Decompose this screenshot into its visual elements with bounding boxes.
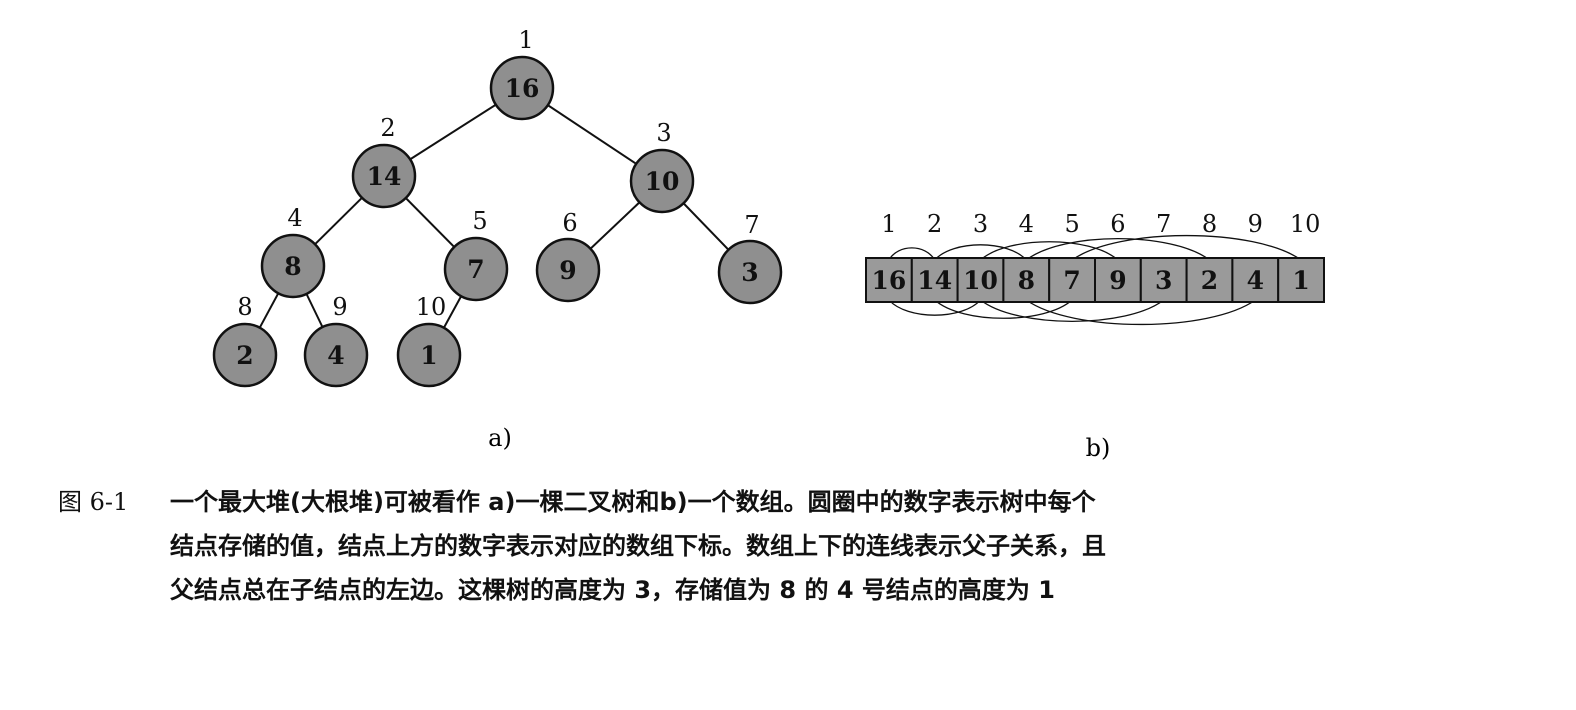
array-index-label: 5 bbox=[1064, 210, 1079, 238]
array-cell: 10 bbox=[956, 257, 1005, 303]
tree-node: 75 bbox=[443, 207, 509, 302]
tree-node-circle bbox=[351, 143, 417, 209]
array-cell-box bbox=[956, 257, 1005, 303]
tree-node: 49 bbox=[303, 293, 369, 388]
tree-node-value: 4 bbox=[327, 341, 344, 370]
array-cell: 9 bbox=[1094, 257, 1142, 303]
array-cell-value: 16 bbox=[872, 266, 907, 295]
tree-node: 1 10 bbox=[396, 293, 462, 388]
array-cell: 1 bbox=[1277, 257, 1325, 303]
caption-line: 一个最大堆(大根堆)可被看作 a)一棵二叉树和b)一个数组。圆圈中的数字表示树中… bbox=[170, 488, 1096, 516]
array-cell-value: 4 bbox=[1247, 266, 1264, 295]
tree-node-value: 7 bbox=[467, 255, 484, 284]
array-parent-child-arc bbox=[980, 299, 1165, 322]
array-parent-child-arc bbox=[1025, 299, 1256, 326]
tree-node-value: 3 bbox=[741, 258, 758, 287]
tree-node-value: 2 bbox=[236, 341, 253, 370]
tree-node: 84 bbox=[260, 204, 326, 299]
array-cell: 7 bbox=[1048, 257, 1096, 303]
tree-node-value: 9 bbox=[559, 256, 576, 285]
tree-node-value: 16 bbox=[505, 74, 540, 103]
array-cell-value: 1 bbox=[1292, 266, 1309, 295]
array-parent-child-arc bbox=[934, 244, 1027, 261]
tree-node: 10 3 bbox=[629, 119, 695, 214]
tree-node-index: 7 bbox=[744, 211, 759, 239]
array-cell-box bbox=[1002, 257, 1051, 303]
tree-node-value: 10 bbox=[645, 167, 680, 196]
tree-node-index: 4 bbox=[287, 204, 302, 232]
array-index-label: 9 bbox=[1248, 210, 1263, 238]
array-cells: 16 1 14 2 10 3 8 4 7 5 9 6 3 7 2 8 4 9 1 10 bbox=[865, 210, 1325, 303]
tree-node-circle bbox=[629, 148, 695, 214]
array-cell-value: 8 bbox=[1018, 266, 1035, 295]
tree-node-index: 9 bbox=[332, 293, 347, 321]
tree-panel-label: a) bbox=[488, 424, 512, 452]
tree-edges bbox=[244, 87, 751, 356]
tree-node-circle bbox=[303, 322, 369, 388]
tree-node: 96 bbox=[535, 209, 601, 303]
caption-figure-number: 图 6-1 bbox=[58, 488, 129, 516]
array-index-label: 2 bbox=[927, 210, 942, 238]
array-cell-box bbox=[1048, 257, 1096, 303]
tree-node: 28 bbox=[212, 293, 278, 388]
array-parent-child-arc bbox=[980, 241, 1119, 261]
tree-node: 14 2 bbox=[351, 114, 417, 209]
array-parent-child-arc bbox=[888, 247, 936, 261]
tree-node-index: 5 bbox=[472, 207, 487, 235]
array-index-label: 7 bbox=[1156, 210, 1171, 238]
caption-line: 结点存储的值，结点上方的数字表示对应的数组下标。数组上下的连线表示父子关系，且 bbox=[170, 532, 1106, 560]
array-index-label: 8 bbox=[1202, 210, 1217, 238]
array-cell-value: 9 bbox=[1109, 266, 1126, 295]
array-cell-box bbox=[910, 257, 959, 303]
array-cell-box bbox=[1231, 257, 1280, 303]
array-index-label: 4 bbox=[1019, 210, 1034, 238]
tree-node-index: 6 bbox=[562, 209, 577, 237]
array-parent-child-arc bbox=[1025, 238, 1210, 261]
array-parent-child-arc bbox=[1071, 234, 1302, 261]
array-cell-value: 3 bbox=[1155, 266, 1172, 295]
tree-node-value: 8 bbox=[284, 252, 301, 281]
tree-node-circle bbox=[260, 233, 326, 299]
array-cell: 4 bbox=[1231, 257, 1280, 303]
array-cell-value: 7 bbox=[1063, 266, 1080, 295]
tree-node-circle bbox=[212, 322, 278, 388]
array-cell-value: 14 bbox=[917, 266, 952, 295]
array-cell: 14 bbox=[910, 257, 959, 303]
caption-text: 一个最大堆(大根堆)可被看作 a)一棵二叉树和b)一个数组。圆圈中的数字表示树中… bbox=[170, 480, 1500, 612]
array-cell-value: 10 bbox=[963, 266, 998, 295]
array-arcs bbox=[888, 234, 1302, 326]
tree-node-index: 3 bbox=[656, 119, 671, 147]
tree-node-circle bbox=[396, 322, 462, 388]
tree-node-index: 2 bbox=[380, 114, 395, 142]
tree-node-value: 14 bbox=[367, 162, 402, 191]
array-index-label: 6 bbox=[1110, 210, 1125, 238]
caption-line: 父结点总在子结点的左边。这棵树的高度为 3，存储值为 8 的 4 号结点的高度为… bbox=[170, 576, 1055, 604]
tree-node: 37 bbox=[717, 211, 783, 305]
array-cell: 16 bbox=[865, 257, 913, 303]
tree-node-index: 1 bbox=[518, 26, 533, 54]
array-cell: 8 bbox=[1002, 257, 1051, 303]
tree-node: 16 1 bbox=[489, 26, 555, 121]
array-cell-box bbox=[1277, 257, 1325, 303]
array-panel-label: b) bbox=[1086, 434, 1111, 462]
array-cell: 3 bbox=[1139, 257, 1188, 303]
tree-node-circle bbox=[717, 239, 783, 305]
array-cell-box bbox=[1094, 257, 1142, 303]
array-cell: 2 bbox=[1185, 257, 1234, 303]
array-index-label: 1 bbox=[881, 210, 896, 238]
array-parent-child-arc bbox=[934, 299, 1073, 319]
array-index-label: 10 bbox=[1290, 210, 1321, 238]
tree-node-circle bbox=[535, 237, 601, 303]
array-cell-value: 2 bbox=[1201, 266, 1218, 295]
tree-node-circle bbox=[443, 236, 509, 302]
array-index-label: 3 bbox=[973, 210, 988, 238]
tree-node-index: 8 bbox=[237, 293, 252, 321]
tree-node-index: 10 bbox=[416, 293, 447, 321]
tree-node-value: 1 bbox=[420, 341, 437, 370]
array-parent-child-arc bbox=[888, 299, 981, 316]
tree-node-circle bbox=[489, 55, 555, 121]
